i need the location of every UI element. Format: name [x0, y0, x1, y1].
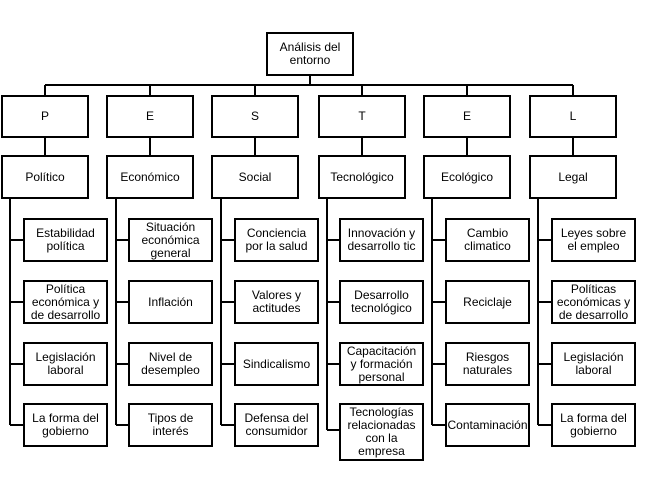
item-node: Cambio climatico [445, 218, 530, 262]
item-node: Capacitación y formación personal [339, 342, 424, 386]
item-node: Leyes sobre el empleo [551, 218, 636, 262]
letter-node-t: T [318, 95, 406, 138]
category-node-politico: Político [1, 155, 89, 199]
category-node-tecnologico: Tecnológico [318, 155, 406, 199]
category-node-economico: Económico [106, 155, 194, 199]
item-node: Nivel de desempleo [128, 342, 213, 386]
letter-node-s: S [211, 95, 299, 138]
category-node-ecologico: Ecológico [423, 155, 511, 199]
item-node: Tipos de interés [128, 403, 213, 447]
letter-node-e-ecologic: E [423, 95, 511, 138]
item-node: Defensa del consumidor [234, 403, 319, 447]
letter-node-l: L [529, 95, 617, 138]
item-node: Legislación laboral [551, 342, 636, 386]
item-node: Reciclaje [445, 280, 530, 324]
category-node-social: Social [211, 155, 299, 199]
letter-node-p: P [1, 95, 89, 138]
item-node: Legislación laboral [23, 342, 108, 386]
letter-node-e-economic: E [106, 95, 194, 138]
item-node: Riesgos naturales [445, 342, 530, 386]
item-node: Inflación [128, 280, 213, 324]
item-node: Política económica y de desarrollo [23, 280, 108, 324]
item-node: Situación económica general [128, 218, 213, 262]
item-node: Políticas económicas y de desarrollo [551, 280, 636, 324]
item-node: Tecnologías relacionadas con la empresa [339, 403, 424, 461]
item-node: Desarrollo tecnológico [339, 280, 424, 324]
root-node: Análisis del entorno [266, 32, 354, 76]
item-node: Conciencia por la salud [234, 218, 319, 262]
item-node: Contaminación [445, 403, 530, 447]
category-node-legal: Legal [529, 155, 617, 199]
item-node: Sindicalismo [234, 342, 319, 386]
item-node: Estabilidad política [23, 218, 108, 262]
item-node: La forma del gobierno [551, 403, 636, 447]
item-node: Valores y actitudes [234, 280, 319, 324]
item-node: Innovación y desarrollo tic [339, 218, 424, 262]
item-node: La forma del gobierno [23, 403, 108, 447]
